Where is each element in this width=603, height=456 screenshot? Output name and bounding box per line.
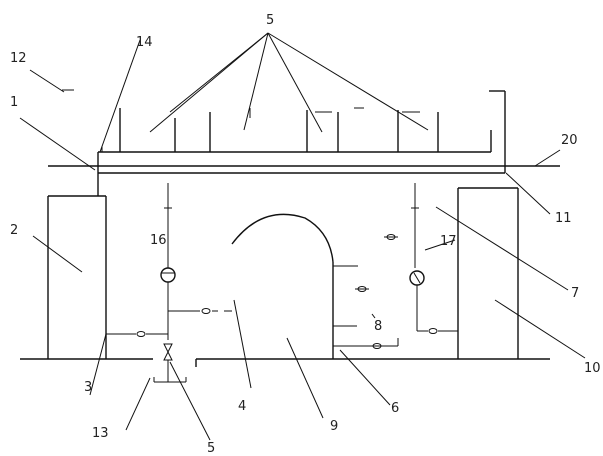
- label-14: 14: [136, 35, 153, 50]
- label-9: 9: [330, 419, 338, 434]
- left-pump-line: [106, 183, 232, 383]
- valve-symbols: [355, 234, 398, 349]
- part-labels: 5 14 12 1 20 11 2 16 17 7 8 10 3 4 6 9 1…: [10, 13, 601, 456]
- top-frame-with-fins: [97, 90, 506, 173]
- label-4: 4: [238, 399, 246, 414]
- label-13: 13: [92, 426, 109, 441]
- main-horizontal-pipe: [48, 165, 560, 174]
- label-12: 12: [10, 51, 27, 66]
- label-5-top: 5: [266, 13, 274, 28]
- label-6: 6: [391, 401, 399, 416]
- ground-line: [20, 358, 550, 367]
- right-pump-line: [409, 183, 458, 334]
- label-16: 16: [150, 233, 167, 248]
- right-tank: [457, 187, 519, 359]
- label-20: 20: [561, 133, 578, 148]
- left-tank: [47, 173, 107, 359]
- label-2: 2: [10, 223, 18, 238]
- central-vessel: [231, 213, 399, 359]
- leader-lines: [19, 32, 586, 441]
- label-17: 17: [440, 234, 457, 249]
- label-10: 10: [584, 361, 601, 376]
- label-3: 3: [84, 380, 92, 395]
- label-5-bottom: 5: [207, 441, 215, 456]
- label-8: 8: [374, 319, 382, 334]
- label-1: 1: [10, 95, 18, 110]
- label-11: 11: [555, 211, 572, 226]
- label-7: 7: [571, 286, 579, 301]
